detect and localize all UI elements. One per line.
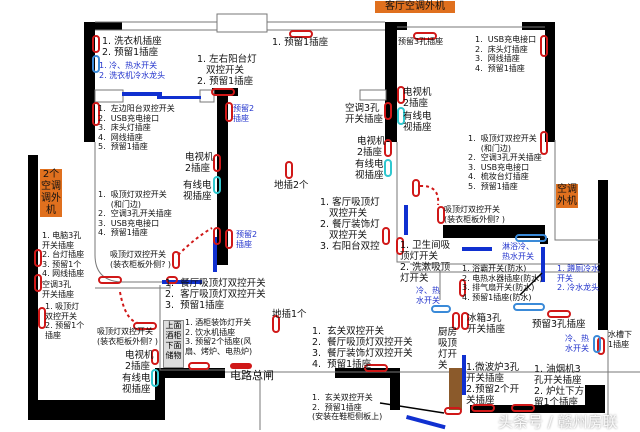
label-sink: 水槽下 1插座: [608, 330, 632, 349]
label-living-switch: 1. 客厅吸顶灯 双控开关 2. 餐厅装饰灯 双控开关 3. 右阳台双控: [320, 197, 380, 252]
label-fridge: 冰箱3孔 开关插座: [467, 313, 506, 335]
label-cable-d: 有线电 视插座: [122, 373, 151, 395]
label-shower: 淋浴冷、 热水开关: [502, 242, 534, 261]
label-reserve2-a: 预留2 插座: [233, 104, 255, 123]
socket-markers: [34, 30, 605, 415]
label-left-ac: 空调3孔 开关插座: [42, 280, 74, 299]
label-hotcold-a: 冷、热 水开关: [416, 286, 440, 305]
label-bedroom1-list: 1. 左边阳台双控开关 2. USB充电接口 3. 床头灯插座 4. 网线插座 …: [98, 104, 175, 151]
label-main-breaker: 电路总闸: [230, 369, 274, 382]
label-cabinet-list: 1. 酒柜装饰灯开关 2. 饮水机插座 3. 预留2个插座(风 扇、烤炉、电热炉…: [185, 318, 253, 356]
label-floor2: 地插2个: [274, 180, 309, 191]
label-bath-list: 1. 浴霸开关(防水) 2. 电热水器插座(防水) 3. 排气扇开关(防水) 4…: [462, 264, 543, 302]
wine-cabinet: 上面 酒柜 下面 储物: [163, 320, 184, 368]
label-floor1: 地插1个: [272, 309, 307, 320]
label-left-ceiling: 1. 吸顶灯 双控开关 2. 预留1个 插座: [45, 302, 85, 340]
pipes: [122, 92, 545, 430]
label-left-room-list: 1. 电脑3孔 开关插座 2. 台灯插座 3. 预留1个 4. 网线插座: [42, 231, 85, 278]
label-bedroom-r-top: 1. USB充电接口 2. 床头灯插座 3. 网线插座 4. 预留1插座: [475, 35, 537, 73]
label-toilet: 1. 蹲厕冷水 开关 2. 冷水龙头: [557, 264, 600, 292]
label-tv-d: 电视机 2插座: [125, 350, 154, 372]
label-top-reserve: 1. 预留1插座: [272, 37, 329, 48]
label-tv-c: 电视机 2插座: [357, 136, 386, 158]
label-bath-light: 1. 卫生间吸 顶灯开关 2. 洗漱吸顶 灯开关: [400, 240, 451, 284]
label-laundry-water: 1. 冷、热水开关 2. 洗衣机冷水龙头: [99, 61, 166, 80]
left-ac-outdoor-unit: 2个 空调 调外 机: [40, 169, 62, 217]
label-reserve3-k: 预留3孔插座: [532, 319, 586, 330]
cabinet: [449, 368, 462, 410]
watermark: 头条号 / 赣州房联: [498, 413, 618, 431]
label-sink-water: 冷、热 水开关: [565, 334, 589, 353]
breaker-marker: [230, 363, 252, 369]
label-cable-b: 有线电 视插座: [403, 111, 432, 133]
thin-walls: [94, 21, 640, 430]
label-entry-list: 1. 玄关双控开关 2. 餐厅吸顶灯双控开关 3. 餐厅装饰灯双控开关 4. 预…: [312, 326, 413, 370]
label-entry-shoe: 1. 玄关双控开关 2. 预留1插座 (安装在鞋柜侧板上): [312, 393, 383, 421]
link-arrows: [119, 184, 440, 324]
label-reserve2-b: 预留2 插座: [236, 230, 258, 249]
label-tv-b: 电视机 2插座: [403, 87, 432, 109]
label-balcony-lamp: 1. 左右阳台灯 双控开关 2. 预留1插座: [197, 54, 257, 87]
label-bedroom-r-list: 1. 吸顶灯双控开关 (和门边) 2. 空调3孔开关插座 3. USB充电接口 …: [468, 134, 542, 191]
label-tv-a: 电视机 2插座: [185, 152, 214, 174]
walls: [28, 22, 608, 420]
right-ac-outdoor-unit: 空调 外机: [556, 184, 578, 208]
water-markers: [92, 55, 601, 353]
label-cable-c: 有线电 视插座: [355, 159, 384, 181]
label-laundry: 1. 洗衣机插座 2. 预留1插座: [102, 36, 162, 58]
label-bedroom1-list2: 1. 吸顶灯双控开关 (和门边) 2. 空调3孔开关插座 3. USB充电接口 …: [98, 190, 172, 237]
label-ceiling-wardrobe-a: 吸顶灯双控开关 (装衣柜板外侧? ): [110, 250, 172, 269]
label-living-reserve3: 预留3孔插座: [398, 37, 444, 46]
label-kitchen-light: 厨房 吸顶 灯开 关: [438, 327, 458, 371]
label-hood: 1. 油烟机3 孔开关插座 2. 炉灶下方 留1个插座: [534, 364, 585, 408]
label-ac3-b: 空调3孔 开关插座: [345, 103, 384, 125]
pointer-arrows: [379, 272, 543, 414]
label-dining-list: 1. 餐厅吸顶灯双控开关 2. 客厅吸顶灯双控开关 3. 预留1插座: [165, 278, 266, 311]
label-cable-a: 有线电 视插座: [183, 180, 212, 202]
label-ceiling-wardrobe-b: 吸顶灯双控开关 (装衣柜板外侧? ): [97, 327, 159, 346]
living-ac-outdoor-unit: 客厅空调外机: [375, 1, 455, 13]
label-ceiling-wardrobe-r: 吸顶灯双控开关 (装衣柜板外侧? ): [444, 205, 506, 224]
label-microwave: 1.微波炉3孔 开关插座 2.预留2个开 关插座: [466, 362, 520, 406]
windows: [94, 13, 387, 103]
cable-markers: [151, 107, 405, 387]
